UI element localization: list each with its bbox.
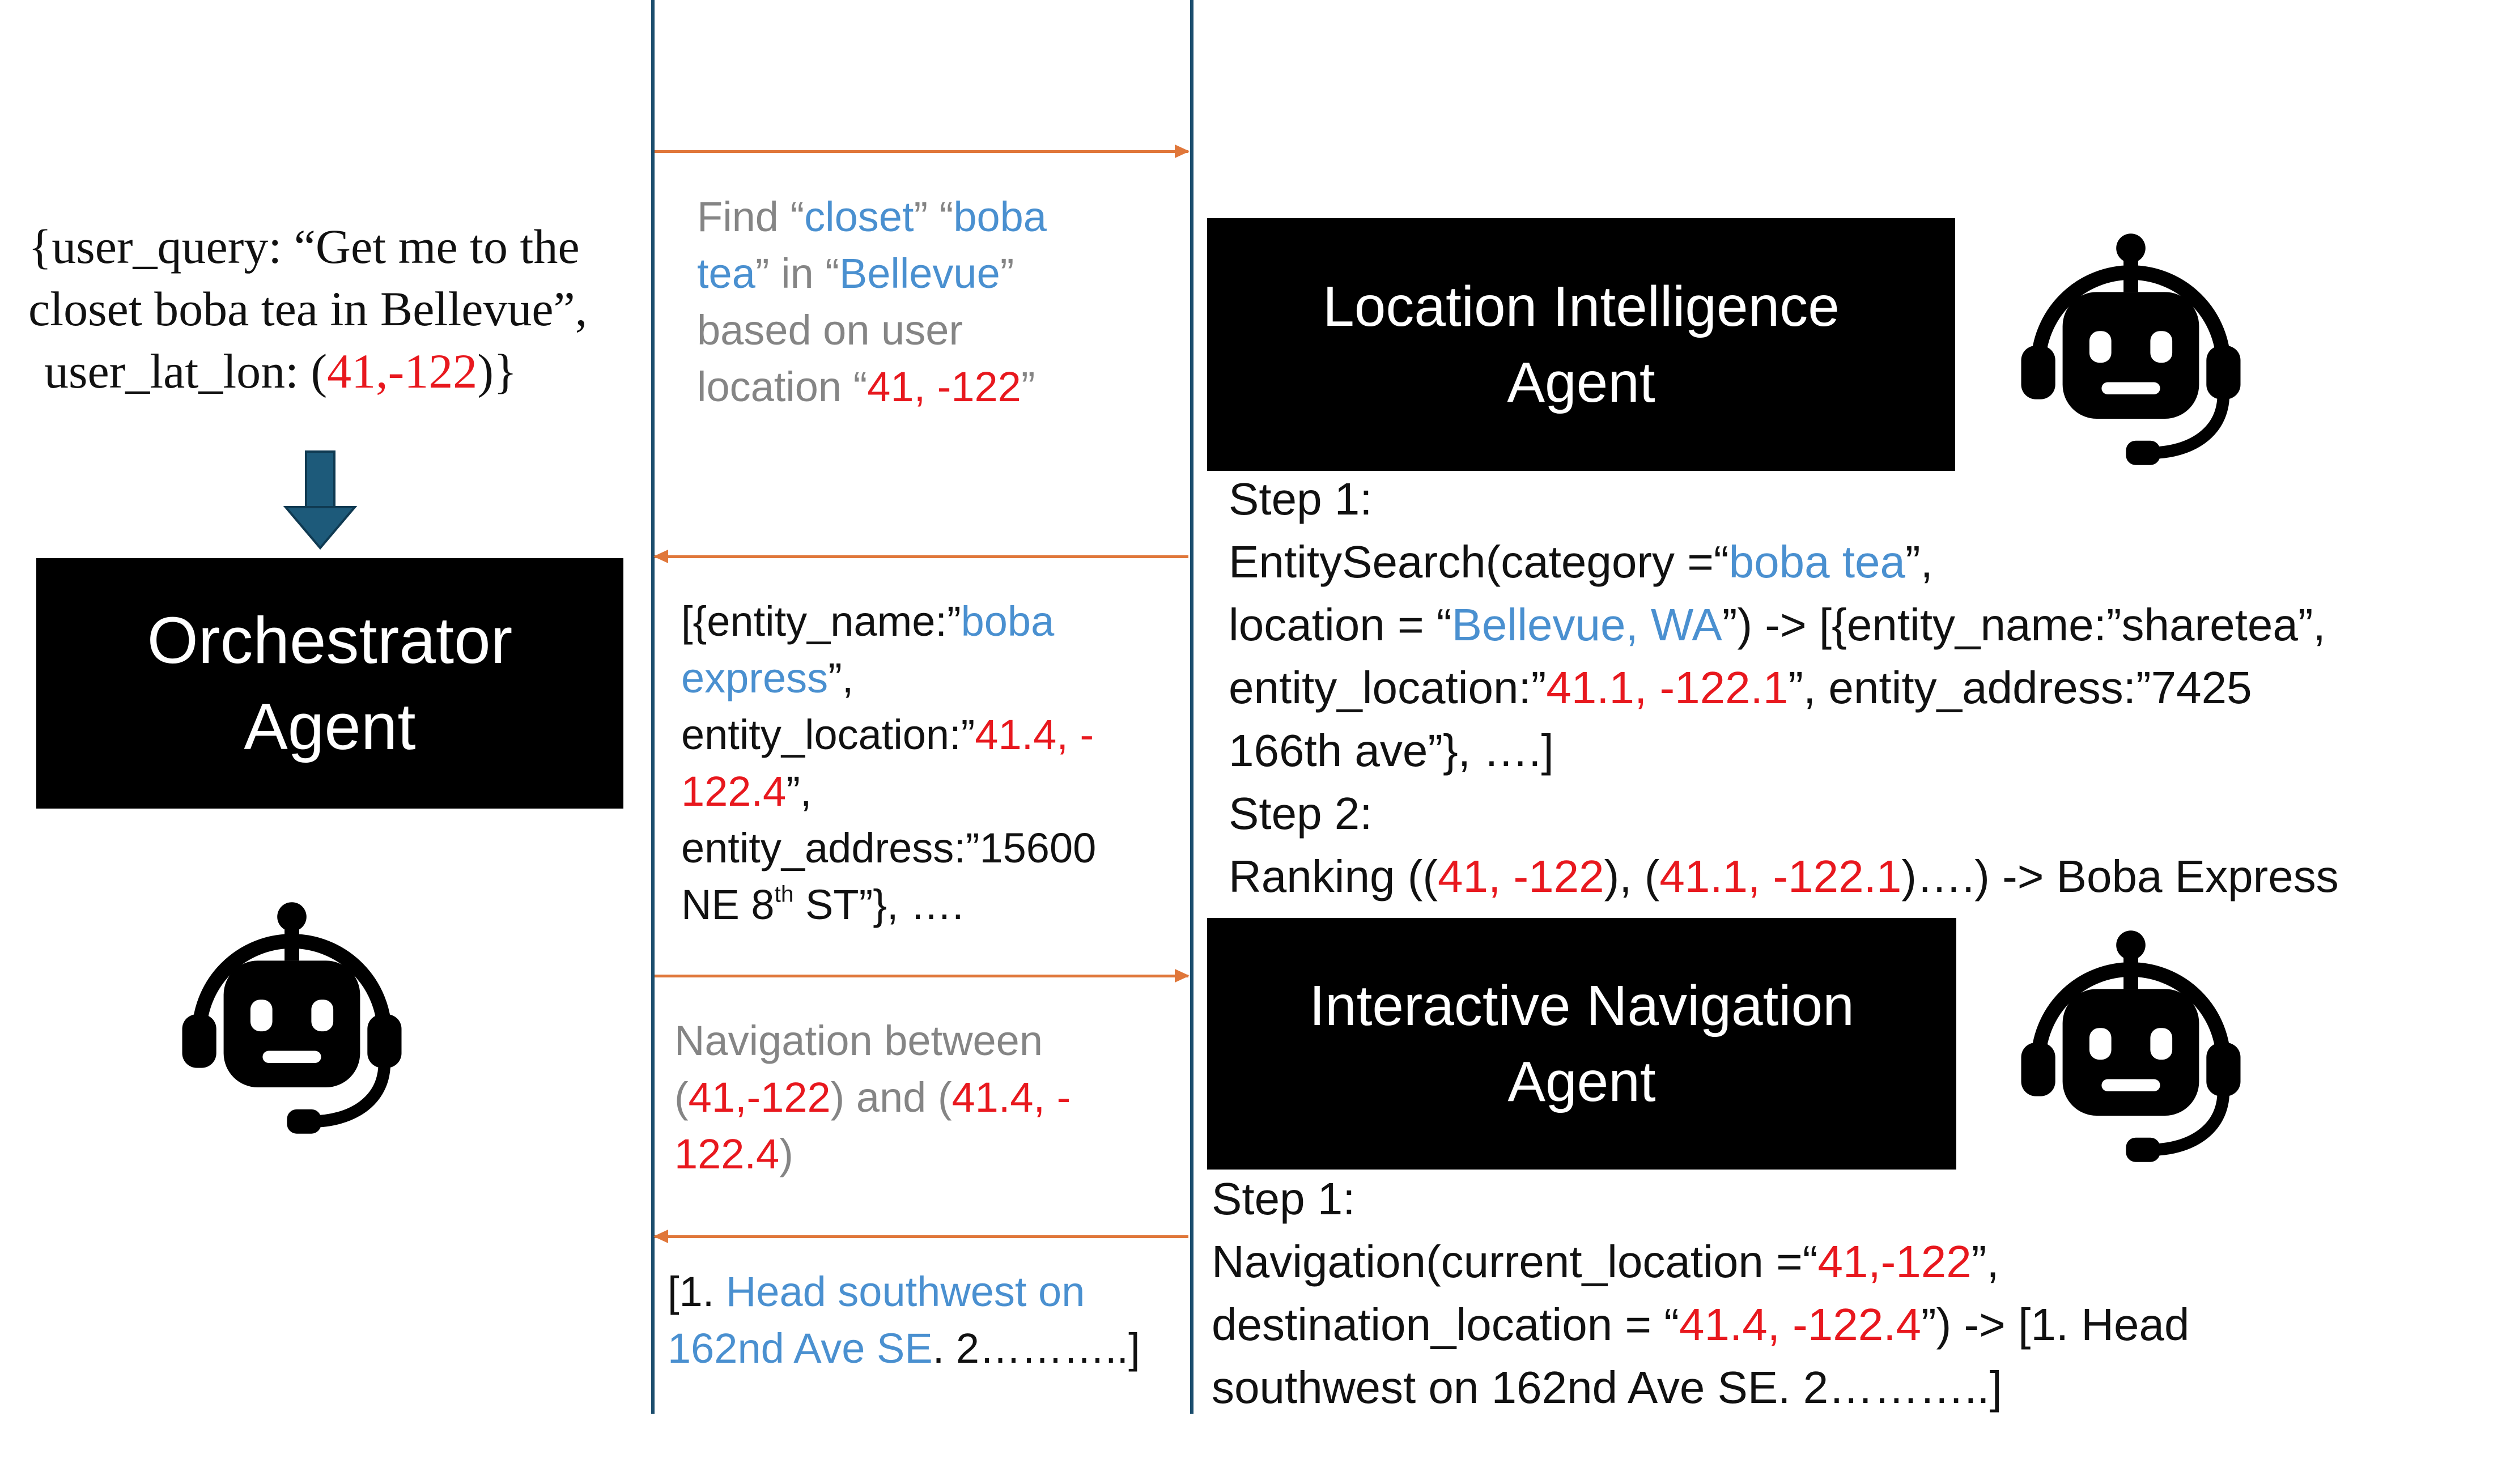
orchestrator-title-line-1: Orchestrator [147,603,513,677]
msg-text: ) and ( [830,1074,952,1121]
interactive-navigation-agent-box: Interactive Navigation Agent [1207,918,1956,1170]
orchestrator-title-line-2: Agent [244,690,416,763]
location-intelligence-agent-box: Location Intelligence Agent [1207,218,1955,471]
location-agent-title-line-1: Location Intelligence [1323,275,1840,338]
user-query-line-1: {user_query: “Get me to the [28,219,580,274]
msg-text: . 2………..] [932,1325,1140,1372]
msg-text: ” [1000,250,1014,297]
step-text: EntitySearch(category =“ [1229,537,1729,587]
msg-text: ” “ [914,193,954,240]
msg-text: ( [674,1074,689,1121]
step-text: ”, entity_address:”7425 [1788,662,2252,713]
step-text: ”) -> [{entity_name:”sharetea”, [1722,599,2326,650]
step-label: Step 2: [1229,788,1373,839]
msg-text: ” [1021,363,1035,410]
orchestrator-agent-box: Orchestrator Agent [36,558,623,809]
msg-keyword: boba [961,598,1055,645]
step-text: ”, [1971,1236,1999,1287]
step-coordinate: 41.1, -122.1 [1659,851,1902,902]
step-coordinate: 41.1, -122.1 [1546,662,1789,713]
lane-line-right [1190,0,1193,1414]
arrow-to-orchestrator-2 [653,1230,1188,1243]
msg-text: ” in “ [755,250,839,297]
message-find-request: Find “closet” “boba tea” in “Bellevue” b… [697,189,1047,415]
user-query-line-2: closet boba tea in Bellevue”, [28,282,588,336]
lane-line-left [651,0,655,1414]
step-coordinate: 41,-122 [1817,1236,1972,1287]
navigation-agent-title-line-1: Interactive Navigation [1309,974,1854,1037]
msg-coordinate: 122.4 [674,1130,780,1177]
msg-text: ) [779,1130,793,1177]
msg-text: based on user [697,307,963,354]
step-text: )….) -> Boba Express [1901,851,2339,902]
robot-headset-icon [2021,233,2241,465]
location-agent-title-line-2: Agent [1507,351,1655,414]
arrow-to-location-agent [655,144,1190,158]
navigation-agent-steps: Step 1: Navigation(current_location =“41… [1212,1167,2190,1419]
robot-headset-icon [2021,930,2241,1162]
step-text: ), ( [1604,851,1660,902]
arrow-to-navigation-agent [655,969,1190,983]
msg-coordinate: 122.4 [681,768,787,815]
step-text: 166th ave”}, ….] [1229,725,1554,776]
msg-keyword: Bellevue [839,250,1000,297]
step-label: Step 1: [1212,1173,1356,1224]
msg-superscript: th [774,881,794,907]
location-agent-steps: Step 1: EntitySearch(category =“boba tea… [1229,467,2339,908]
msg-text: entity_address:”15600 [681,824,1097,871]
msg-coordinate: 41, -122 [867,363,1021,410]
user-query-close: )} [477,344,517,398]
step-keyword: Bellevue, WA [1451,599,1722,650]
msg-text: location “ [697,363,868,410]
msg-keyword: tea [697,250,755,297]
msg-coordinate: 41.4, - [952,1074,1071,1121]
step-keyword: boba tea [1728,537,1906,587]
down-arrow-icon [283,450,357,550]
msg-text: [1. [668,1268,726,1315]
user-lat-lon-value: 41,-122 [327,344,478,398]
navigation-agent-title-line-2: Agent [1507,1050,1656,1113]
message-navigation-request: Navigation between (41,-122) and (41.4, … [674,1013,1071,1183]
step-text: ”) -> [1. Head [1921,1299,2190,1350]
msg-text: Find “ [697,193,805,240]
user-query-line-3: user_lat_lon: (41,-122)} [28,340,587,402]
step-coordinate: 41, -122 [1438,851,1604,902]
arrow-to-orchestrator-1 [653,550,1188,563]
msg-text: ST”}, …. [793,881,964,928]
msg-text: NE 8 [681,881,775,928]
step-text: destination_location = “ [1212,1299,1679,1350]
msg-text: ”, [786,768,812,815]
msg-text: ”, [828,654,854,701]
step-text: entity_location:” [1229,662,1547,713]
msg-text: entity_location:” [681,711,975,758]
message-entity-result: [{entity_name:”boba express”, entity_loc… [681,593,1096,933]
msg-keyword: express [681,654,829,701]
msg-keyword: 162nd Ave SE [668,1325,933,1372]
msg-coordinate: 41.4, - [975,711,1094,758]
msg-keyword: closet [804,193,914,240]
msg-keyword: Head southwest on [725,1268,1085,1315]
user-query-block: {user_query: “Get me to the closet boba … [28,215,587,402]
step-text: Ranking (( [1229,851,1438,902]
msg-coordinate: 41,-122 [688,1074,831,1121]
user-lat-lon-label: user_lat_lon: ( [44,344,328,398]
step-text: ”, [1905,537,1933,587]
step-coordinate: 41.4, -122.4 [1679,1299,1921,1350]
step-text: location = “ [1229,599,1452,650]
msg-text: Navigation between [674,1017,1043,1064]
msg-keyword: boba [953,193,1047,240]
message-directions-result: [1. Head southwest on 162nd Ave SE. 2………… [668,1264,1140,1377]
msg-text: [{entity_name:” [681,598,961,645]
robot-headset-icon [182,902,402,1134]
step-text: Navigation(current_location =“ [1212,1236,1818,1287]
step-label: Step 1: [1229,474,1373,524]
step-text: southwest on 162nd Ave SE. 2………..] [1212,1362,2002,1413]
